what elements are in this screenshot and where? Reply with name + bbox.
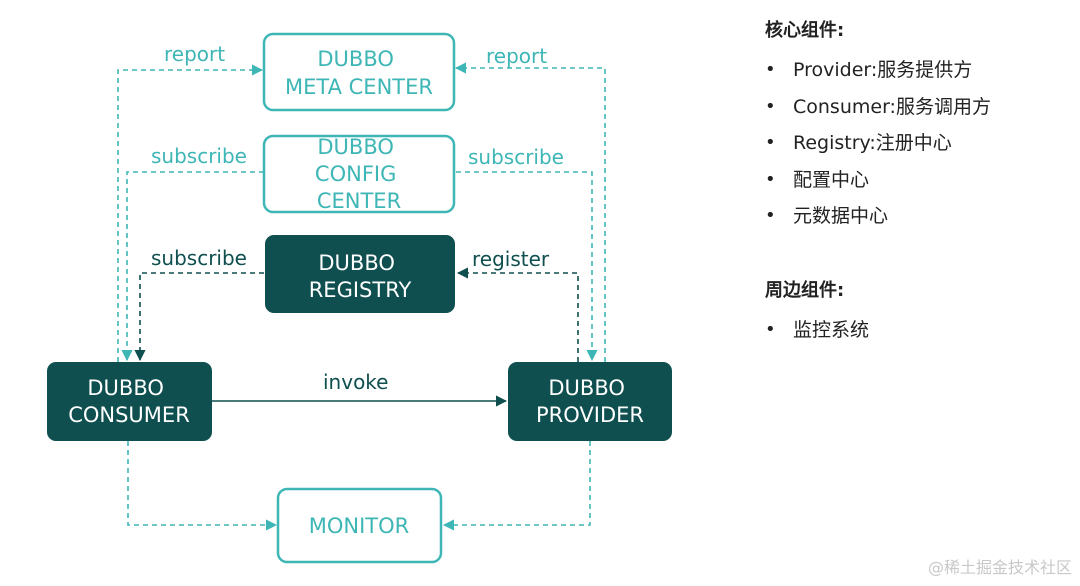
bullet-icon: • xyxy=(765,168,776,190)
svg-text:DUBBO CONSUMER: DUBBO CONSUMER xyxy=(68,376,190,427)
registry-line-2: REGISTRY xyxy=(309,278,412,302)
bullet-icon: • xyxy=(765,205,776,226)
dubbo-architecture-diagram: report report subscribe subscribe subscr… xyxy=(47,32,672,564)
node-monitor: MONITOR xyxy=(276,487,443,564)
edge-report-right xyxy=(454,62,606,362)
svg-text:DUBBO PROVIDER: DUBBO PROVIDER xyxy=(536,376,644,427)
consumer-line-2: CONSUMER xyxy=(68,403,190,427)
node-registry: DUBBO REGISTRY xyxy=(265,235,455,313)
list-item: • Provider:服务提供方 xyxy=(765,52,1065,89)
peripheral-components-list: • 监控系统 xyxy=(765,312,1065,349)
edge-subscribe-config-left xyxy=(121,171,264,362)
label-report-left: report xyxy=(164,42,225,66)
core-item-registry: Registry:注册中心 xyxy=(793,132,952,154)
svg-text:DUBBO META CENTER: DUBBO META CENTER xyxy=(285,47,433,99)
edge-register xyxy=(456,267,579,362)
registry-line-1: DUBBO xyxy=(318,251,395,275)
config-center-line-2: CONFIG xyxy=(315,162,396,186)
monitor-line-1: MONITOR xyxy=(309,514,410,538)
edge-subscribe-config-right xyxy=(456,171,598,362)
svg-text:DUBBO REGISTRY: DUBBO REGISTRY xyxy=(309,251,412,302)
label-register: register xyxy=(472,247,550,271)
peripheral-item-monitoring: 监控系统 xyxy=(793,319,870,341)
core-item-consumer: Consumer:服务调用方 xyxy=(793,95,991,118)
core-item-config-center: 配置中心 xyxy=(793,168,870,191)
watermark: @稀土掘金技术社区 xyxy=(927,558,1072,577)
label-invoke: invoke xyxy=(323,370,388,394)
list-item: • 配置中心 xyxy=(765,162,1065,199)
edge-report-left xyxy=(117,64,264,362)
edge-monitor-left xyxy=(127,441,278,531)
bullet-icon: • xyxy=(765,95,776,117)
core-item-provider: Provider:服务提供方 xyxy=(793,59,973,81)
bullet-icon: • xyxy=(765,319,776,340)
list-item: • 元数据中心 xyxy=(765,198,1065,235)
core-item-metadata-center: 元数据中心 xyxy=(793,205,889,227)
provider-line-2: PROVIDER xyxy=(536,403,644,427)
label-subscribe-registry: subscribe xyxy=(151,246,247,270)
node-provider: DUBBO PROVIDER xyxy=(508,362,672,441)
core-components-list: • Provider:服务提供方 • Consumer:服务调用方 • Registr… xyxy=(765,52,1065,235)
config-center-line-1: DUBBO xyxy=(317,135,394,159)
label-report-right: report xyxy=(486,44,547,68)
provider-line-1: DUBBO xyxy=(548,376,625,400)
node-consumer: DUBBO CONSUMER xyxy=(47,362,212,441)
bullet-icon: • xyxy=(765,59,776,80)
meta-center-line-2: META CENTER xyxy=(285,75,433,99)
core-components-title: 核心组件: xyxy=(765,20,845,41)
peripheral-section: 周边组件: • 监控系统 xyxy=(765,276,1065,349)
edge-monitor-right xyxy=(442,441,591,531)
list-item: • 监控系统 xyxy=(765,312,1065,349)
node-meta-center: DUBBO META CENTER xyxy=(262,32,456,112)
peripheral-components-title: 周边组件: xyxy=(765,280,845,301)
list-item: • Consumer:服务调用方 xyxy=(765,89,1065,126)
list-item: • Registry:注册中心 xyxy=(765,125,1065,162)
label-subscribe-config-right: subscribe xyxy=(468,145,564,169)
svg-text:DUBBO CONFIG CENTE: DUBBO CONFIG CENTER xyxy=(315,135,403,213)
svg-text:MONITOR: MONITOR xyxy=(309,514,410,538)
component-legend: 核心组件: • Provider:服务提供方 • Consumer:服务调用方 • R… xyxy=(765,16,1065,341)
meta-center-line-1: DUBBO xyxy=(317,47,394,71)
config-center-line-3: CENTER xyxy=(317,189,401,213)
bullet-icon: • xyxy=(765,132,776,153)
label-subscribe-config-left: subscribe xyxy=(151,144,247,168)
edge-subscribe-registry xyxy=(134,272,264,362)
node-config-center: DUBBO CONFIG CENTER xyxy=(262,134,456,214)
consumer-line-1: DUBBO xyxy=(87,376,164,400)
